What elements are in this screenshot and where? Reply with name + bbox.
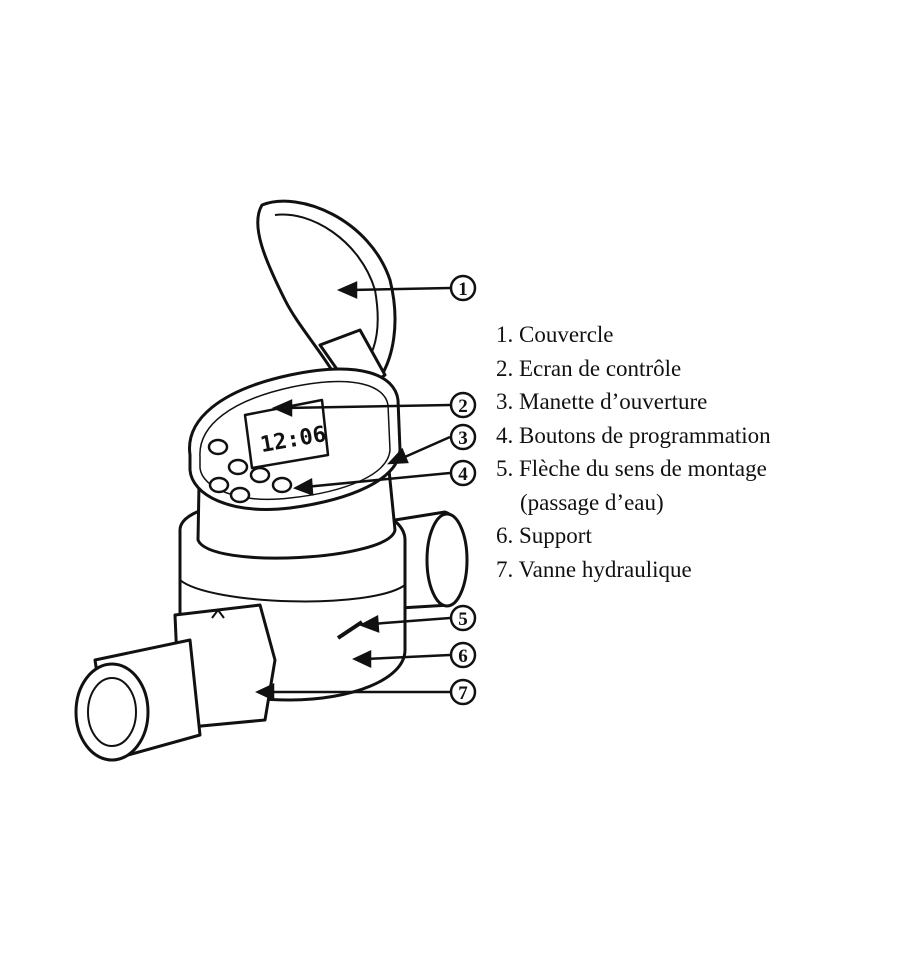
legend-label: Ecran de contrôle: [519, 355, 682, 381]
legend-item: 7. Vanne hydraulique: [496, 553, 771, 587]
legend-item: 5. Flèche du sens de montage: [496, 452, 771, 486]
flow-arrow: [336, 620, 364, 640]
legend-item-continuation: (passage d’eau): [520, 489, 664, 515]
legend-item: 4. Boutons de programmation: [496, 419, 771, 453]
legend-number: 5.: [496, 456, 514, 481]
parts-legend: 1. Couvercle 2. Ecran de contrôle 3. Man…: [496, 318, 771, 586]
legend-number: 7.: [496, 556, 514, 582]
callout-2: 2: [458, 396, 468, 417]
callout-4: 4: [458, 464, 468, 485]
legend-number: 4.: [496, 422, 514, 448]
legend-label: Manette d’ouverture: [519, 389, 708, 414]
callout-5: 5: [458, 609, 468, 630]
legend-label: Flèche du sens de montage: [519, 456, 767, 481]
callout-6: 6: [458, 646, 468, 667]
callout-7: 7: [458, 683, 468, 704]
legend-number: 6.: [496, 523, 514, 548]
callout-3: 3: [458, 428, 468, 449]
legend-number: 2.: [496, 355, 514, 381]
legend-label: Boutons de programmation: [519, 422, 771, 448]
legend-label: Support: [519, 523, 592, 548]
legend-number: 3.: [496, 389, 514, 414]
legend-item: 1. Couvercle: [496, 318, 771, 352]
legend-item: 2. Ecran de contrôle: [496, 352, 771, 386]
lcd-screen: [243, 398, 330, 470]
legend-label: Vanne hydraulique: [518, 556, 692, 582]
legend-item: 3. Manette d’ouverture: [496, 385, 771, 419]
legend-item: 6. Support: [496, 519, 771, 553]
legend-number: 1.: [496, 322, 514, 347]
programming-buttons: [207, 438, 293, 504]
callout-1: 1: [458, 279, 468, 300]
legend-label: Couvercle: [519, 322, 614, 347]
